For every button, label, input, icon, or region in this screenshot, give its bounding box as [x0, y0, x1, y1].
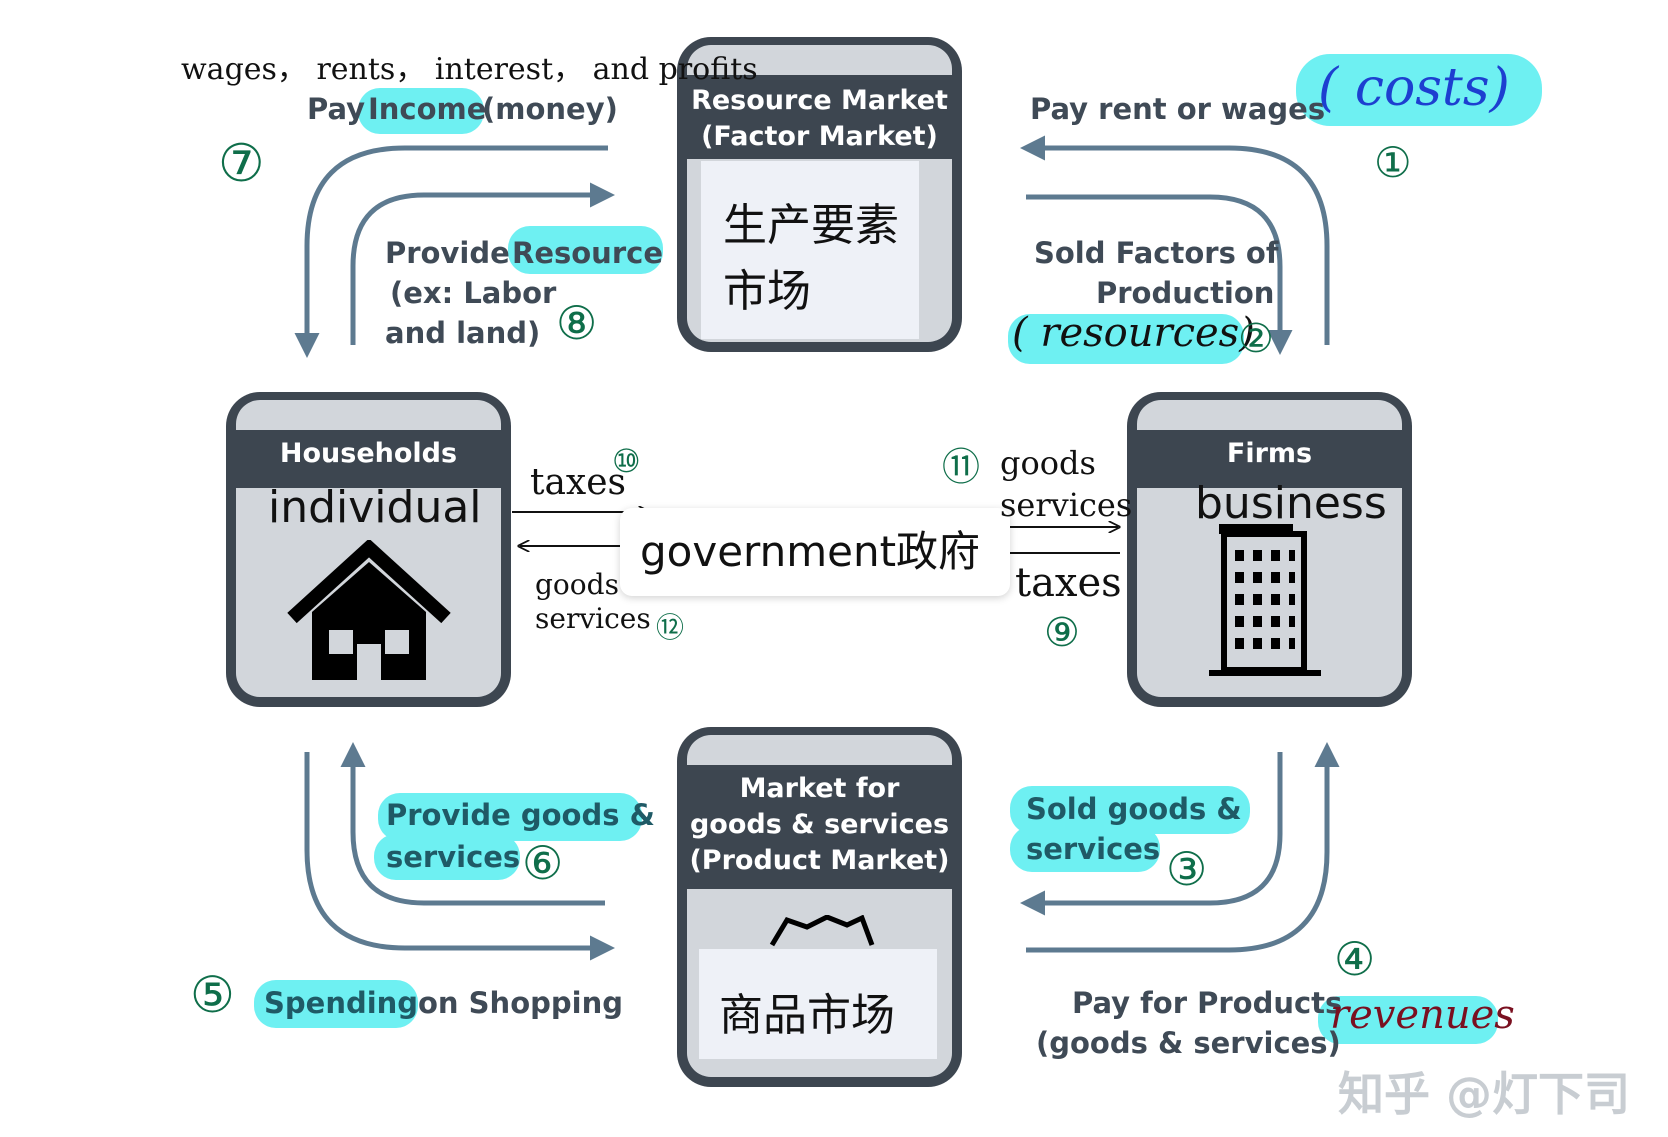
resource-label: Resource: [512, 236, 663, 270]
highlight-revenues: [1318, 996, 1498, 1044]
arrow-pay-products: [1026, 742, 1340, 953]
provide-prefix: Provide: [385, 236, 510, 270]
highlight-resource: [508, 226, 663, 274]
ex-labor-label: (ex: Labor: [390, 276, 557, 310]
step-number-12: ⑫: [656, 611, 685, 644]
households-title: Households: [279, 438, 458, 469]
services-right-label: services: [1000, 486, 1133, 524]
costs-note: ( costs): [1318, 58, 1510, 118]
households-subtitle: individual: [268, 482, 482, 533]
arrow-provide-resource: [350, 182, 615, 345]
goods-right-label: goods: [1000, 444, 1096, 482]
firms-subtitle: business: [1195, 478, 1387, 529]
step-number-4: ④: [1334, 932, 1376, 986]
product-market-title-1: Market for: [739, 773, 900, 804]
step-number-3: ③: [1166, 842, 1208, 896]
highlight-provide-goods-1: [378, 793, 642, 841]
step-number-7: ⑦: [218, 134, 265, 194]
highlight-costs: [1296, 54, 1542, 126]
product-market-cn: 商品市场: [719, 990, 895, 1041]
product-market-title-2: goods & services: [689, 809, 950, 840]
arrow-pay-rent: [1020, 135, 1330, 345]
pay-prefix: Pay: [307, 92, 366, 126]
spending-label: Spending: [264, 986, 419, 1020]
provide-goods-label-2: services: [386, 840, 521, 874]
revenues-note: revenues: [1330, 992, 1515, 1038]
arrow-spending: [304, 752, 615, 961]
money-label: (money): [482, 92, 618, 126]
government-box: [620, 508, 1010, 596]
firms-box: Firms business: [1127, 392, 1412, 707]
step-number-2: ②: [1238, 316, 1274, 362]
resource-market-box: Resource Market (Factor Market) 生产要素 市场: [677, 37, 962, 352]
arrow-sold-factors: [1026, 194, 1293, 355]
resource-market-title-1: Resource Market: [691, 85, 948, 116]
households-box: Households individual: [226, 392, 511, 707]
sold-factors-label-1: Sold Factors of: [1034, 236, 1279, 270]
highlight-resources: [1008, 314, 1244, 364]
arrow-income: [294, 145, 608, 358]
step-number-8: ⑧: [556, 296, 598, 350]
arrow-sold-goods: [1020, 752, 1283, 916]
resource-market-cn-1: 生产要素: [723, 200, 899, 251]
on-shopping-label: on Shopping: [418, 986, 623, 1020]
factor-income-types: wages， rents， interest， and profits: [181, 52, 758, 87]
product-market-box: Market for goods & services (Product Mar…: [677, 727, 962, 1087]
step-number-10: ⑩: [612, 442, 641, 480]
sold-goods-label-1: Sold goods &: [1026, 792, 1242, 826]
pay-rent-label: Pay rent or wages: [1030, 92, 1326, 126]
step-number-9: ⑨: [1044, 610, 1080, 656]
sold-goods-label-2: services: [1026, 832, 1161, 866]
step-number-11: ⑪: [942, 445, 981, 489]
taxes-left-label: taxes: [530, 462, 627, 503]
resources-note: ( resources): [1012, 310, 1255, 356]
shopping-bag-icon: [769, 915, 875, 947]
resource-market-title-2: (Factor Market): [701, 121, 938, 152]
taxes-right-label: taxes: [1015, 560, 1122, 606]
house-icon: [287, 540, 451, 680]
step-number-5: ⑤: [190, 966, 235, 1024]
and-land-label: and land): [385, 316, 541, 350]
product-market-title-3: (Product Market): [689, 845, 950, 876]
step-number-1: ①: [1374, 138, 1412, 187]
arrow-provide-goods: [340, 742, 605, 906]
pay-products-label-1: Pay for Products: [1072, 986, 1343, 1020]
highlight-provide-goods-2: [374, 834, 520, 880]
firms-title: Firms: [1226, 438, 1313, 469]
building-icon: [1209, 524, 1321, 676]
provide-goods-label-1: Provide goods &: [386, 798, 655, 832]
sold-factors-label-2: Production: [1096, 276, 1275, 310]
highlight-spending: [254, 980, 418, 1028]
watermark: 知乎 @灯下司: [1338, 1067, 1631, 1121]
services-left-label: services: [535, 602, 651, 635]
pay-products-label-2: (goods & services): [1036, 1026, 1341, 1060]
highlight-sold-goods-2: [1010, 826, 1160, 872]
highlight-income: [358, 88, 484, 134]
step-number-6: ⑥: [522, 836, 564, 890]
government-label: government政府: [640, 527, 981, 576]
resource-market-cn-2: 市场: [723, 266, 811, 317]
income-label: Income: [368, 92, 487, 126]
goods-left-label: goods: [535, 568, 619, 601]
